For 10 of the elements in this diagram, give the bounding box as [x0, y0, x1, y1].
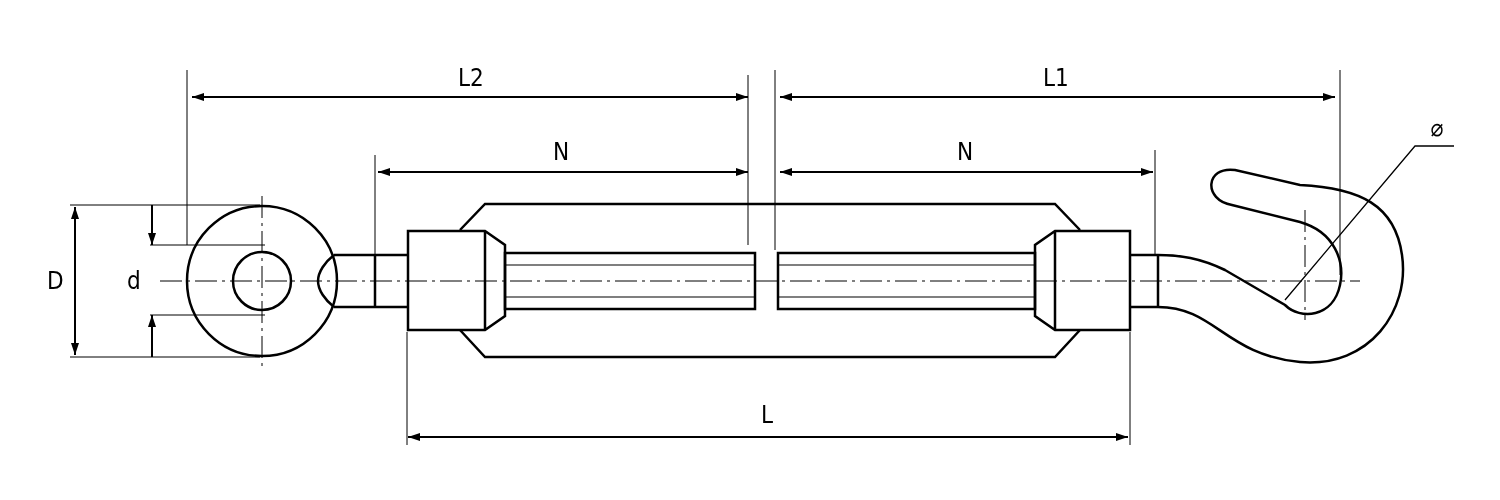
dimension-label: L [761, 401, 774, 429]
dimension-label: L1 [1043, 64, 1069, 92]
diameter-symbol: ⌀ [1420, 114, 1454, 146]
dimension-label: d [127, 267, 141, 295]
dimension-label: D [47, 267, 64, 295]
dimension-label: L2 [458, 64, 484, 92]
dimension-label: N [957, 138, 974, 166]
hook-drawing [1157, 168, 1405, 364]
dimension-label: N [553, 138, 570, 166]
leader-line [1284, 145, 1455, 301]
